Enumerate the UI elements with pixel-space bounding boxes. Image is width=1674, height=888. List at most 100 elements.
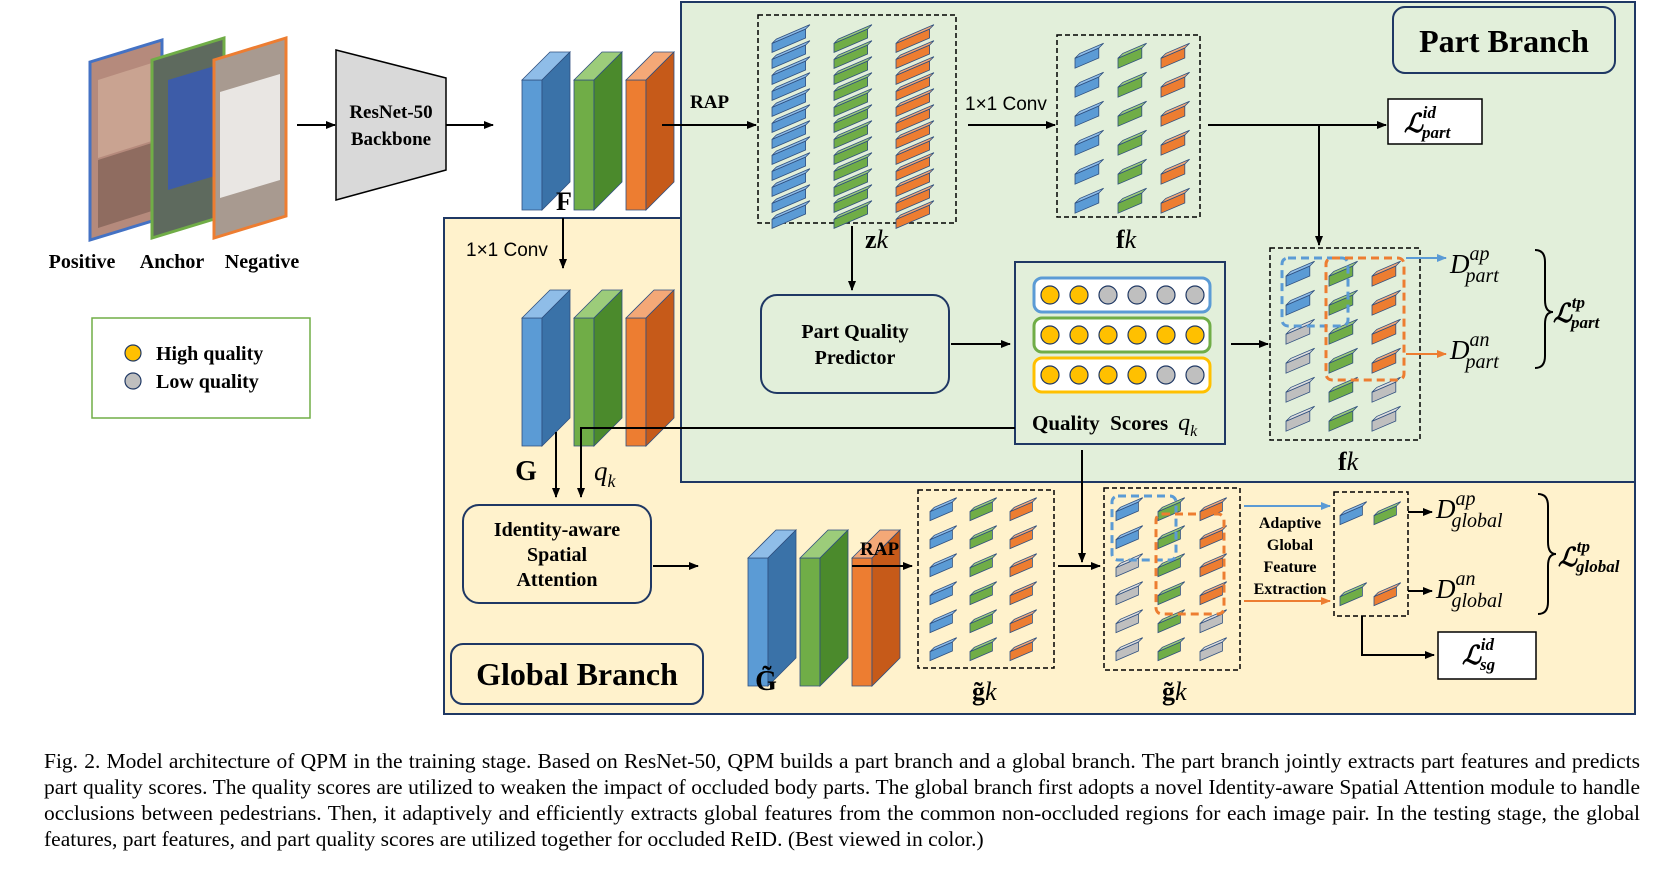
loss-sg-box [1437,631,1537,680]
feature-bar-top [771,152,811,172]
feature-bar-top [895,168,935,188]
slab-side [593,51,623,211]
feature-bar-top [1009,637,1038,652]
global-pair-features [1339,501,1402,607]
high-quality-score [1098,325,1118,345]
feature-bar-top [833,120,873,140]
part-branch-title-box [1392,6,1616,74]
feature-bar-top [771,136,811,156]
feature-bar-top [1199,637,1228,652]
slab-side [819,529,849,687]
feature-bar-top [969,525,998,540]
resnet-backbone [335,49,447,201]
conv-left-label: 1×1 Conv [466,240,548,261]
pair-an-negative-top [1373,582,1402,597]
feature-bar-top [833,88,873,108]
low-quality-score [1185,285,1205,305]
gk-masked-features [1115,497,1228,662]
high-quality-score [1069,365,1089,385]
G-tilde-label: G̃ [755,666,777,697]
high-quality-score [1156,325,1176,345]
feature-bar-top [1328,347,1358,364]
feature-bar-top [771,24,811,44]
input-images [88,35,288,243]
pqp-label-1: Part Quality [801,321,908,343]
feature-bar-top [1074,100,1104,117]
feature-bar-top [1371,347,1401,364]
feature-bar-top [1009,525,1038,540]
identity-aware-spatial-attention [462,504,652,604]
feature-bar-top [1115,525,1144,540]
qk-label: qk [594,456,617,491]
fk-masked-features [1285,260,1401,432]
loss-part-id-box [1387,98,1483,145]
fk-box [1056,34,1201,218]
feature-bar-top [1009,497,1038,512]
global-branch-title-box [450,643,704,705]
pqp-label-2: Predictor [815,347,896,369]
low-quality-score [1156,365,1176,385]
legend-high-label: High quality [156,343,263,365]
feature-bar-top [1160,100,1190,117]
slab-front [851,557,873,687]
slab-front [573,317,595,447]
feature-bar-top [929,609,958,624]
high-quality-score [1040,365,1060,385]
backbone-label-2: Backbone [351,129,431,150]
feature-bar-top [771,56,811,76]
feature-bar-top [771,40,811,60]
slab-front [521,317,543,447]
feature-bar-top [833,56,873,76]
slab-side [645,289,675,447]
feature-bar-top [895,56,935,76]
feature-bar-top [771,104,811,124]
feature-bar-top [969,609,998,624]
feature-bar-top [1074,187,1104,204]
feature-bar-top [833,184,873,204]
feature-bar-top [1199,497,1228,512]
feature-bar-top [1285,260,1315,277]
architecture-diagram: Part Branch Global Branch Positive Ancho… [49,1,1636,715]
feature-bar-top [1117,100,1147,117]
pair-ap-positive-top [1373,501,1402,516]
feature-bar-top [929,637,958,652]
feature-bar-top [969,637,998,652]
agfe-label-3: Feature [1263,559,1316,576]
agfe-label-2: Global [1267,537,1314,554]
isa-label-2: Spatial [527,544,587,566]
feature-bar-top [1328,260,1358,277]
feature-bar-top [895,40,935,60]
feature-bar-top [1115,609,1144,624]
figure-caption: Fig. 2. Model architecture of QPM in the… [44,749,1640,851]
feature-bar-top [1117,187,1147,204]
slab-side [541,51,571,211]
quality-row [1032,316,1212,354]
feature-bar-top [1371,318,1401,335]
global-ap-highlight [1110,494,1178,562]
feature-bar-top [895,200,935,220]
feature-bar-top [1157,497,1186,512]
fk-masked-box [1269,247,1421,441]
isa-label-1: Identity-aware [494,519,620,541]
feature-bar-top [969,553,998,568]
feature-bar-top [1074,71,1104,88]
feature-map-G [521,289,675,447]
feature-bar-top [895,104,935,124]
gk-masked-box [1103,487,1241,671]
feature-map-G-tilde [747,529,901,687]
fk-label: fk [1116,225,1137,254]
feature-bar-top [1285,376,1315,393]
rap-bottom-label: RAP [860,539,899,560]
part-brace [1534,249,1554,369]
feature-bar-top [1074,158,1104,175]
feature-bar-top [929,497,958,512]
feature-bar-top [1115,581,1144,596]
feature-bar-top [1157,581,1186,596]
global-an-highlight [1154,512,1226,616]
feature-bar-top [833,152,873,172]
gk2-label: g̃k [1162,677,1187,706]
high-quality-score [1069,325,1089,345]
feature-bar-top [833,104,873,124]
feature-bar-top [1160,129,1190,146]
